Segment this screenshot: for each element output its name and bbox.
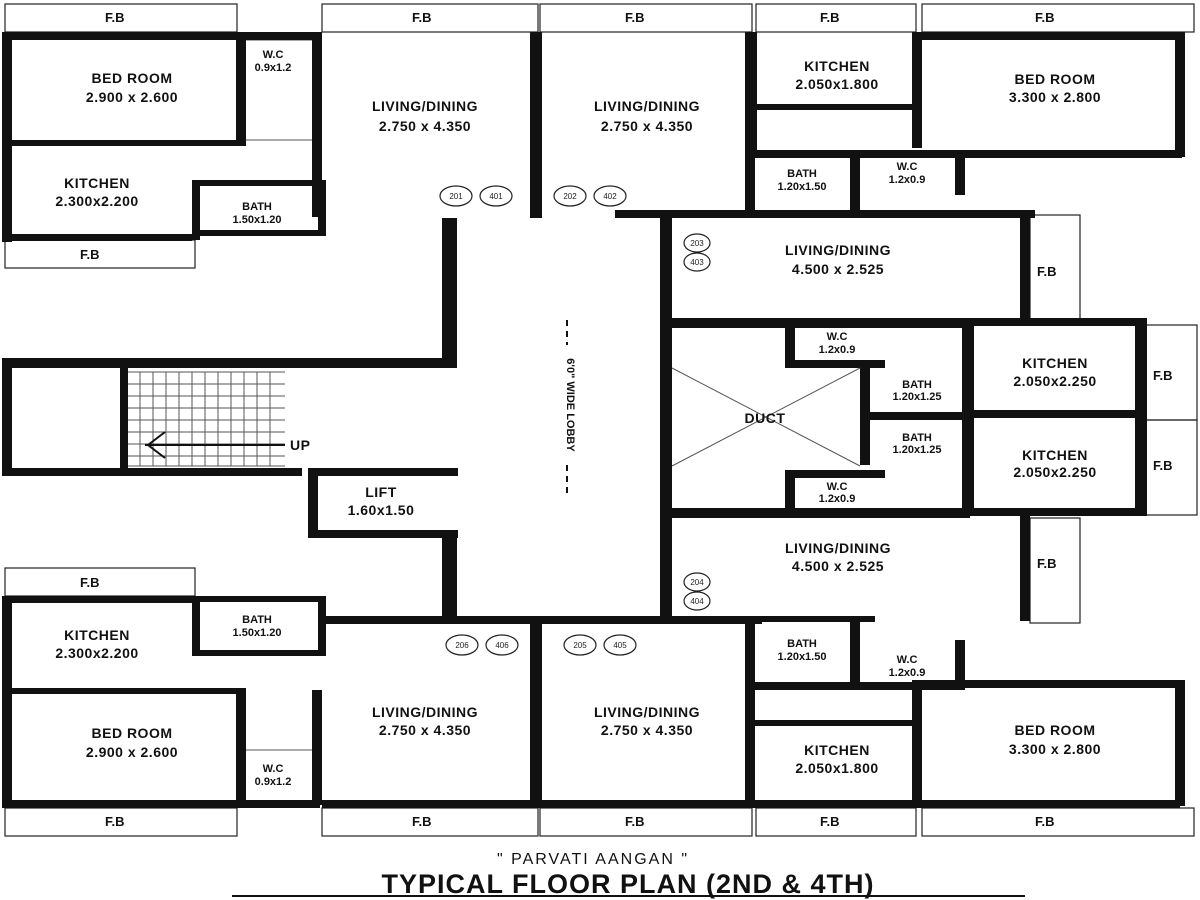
room-name: W.C [897,161,918,173]
room-size: 2.050x2.250 [1013,464,1096,480]
room-size: 4.500 x 2.525 [792,261,884,277]
room-size: 2.750 x 4.350 [601,118,693,134]
room-size: 1.60x1.50 [348,502,415,518]
room-name: DUCT [745,410,786,426]
room-name: KITCHEN [64,175,130,191]
room-name: BATH [242,614,272,626]
room-name: BATH [242,201,272,213]
duct-cross [671,367,861,467]
room-size: 2.050x2.250 [1013,373,1096,389]
flat-tags: 201 401 202 402 203 403 204 404 205 405 … [439,185,711,656]
room-size: 1.20x1.50 [778,651,827,663]
room-name: KITCHEN [804,58,870,74]
room-size: 2.050x1.800 [795,76,878,92]
room-name: LIVING/DINING [594,704,700,720]
flat-number: 201 [449,192,463,201]
room-name: KITCHEN [1022,447,1088,463]
flat-number: 205 [573,641,587,650]
project-name: " PARVATI AANGAN " [497,851,689,868]
room-size: 1.2x0.9 [889,667,926,679]
room-size: 2.750 x 4.350 [601,722,693,738]
room-size: 2.900 x 2.600 [86,744,178,760]
room-name: BATH [787,638,817,650]
fb-label: F.B [80,247,100,262]
flat-number: 403 [690,258,704,267]
room-name: BATH [787,168,817,180]
room-name: BATH [902,379,932,391]
flat-number: 404 [690,597,704,606]
fb-label: F.B [625,814,645,829]
fb-label: F.B [80,575,100,590]
room-name: KITCHEN [804,742,870,758]
room-size: 0.9x1.2 [255,62,292,74]
room-labels: BED ROOM 2.900 x 2.600 W.C 0.9x1.2 LIVIN… [55,49,1101,788]
room-name: BATH [902,432,932,444]
room-size: 3.300 x 2.800 [1009,741,1101,757]
room-size: 2.750 x 4.350 [379,722,471,738]
room-name: LIVING/DINING [785,242,891,258]
stair-up-label: UP [290,437,310,453]
walls [2,32,1185,808]
fb-labels: F.B F.B F.B F.B F.B F.B F.B F.B F.B F.B … [80,10,1173,829]
room-name: W.C [827,481,848,493]
room-name: LIVING/DINING [372,704,478,720]
room-name: BED ROOM [92,725,173,741]
room-name: W.C [897,654,918,666]
fb-label: F.B [625,10,645,25]
flat-number: 206 [455,641,469,650]
room-size: 2.750 x 4.350 [379,118,471,134]
room-name: LIVING/DINING [594,98,700,114]
room-size: 1.50x1.20 [233,214,282,226]
room-name: W.C [827,331,848,343]
fb-label: F.B [820,10,840,25]
flat-number: 204 [690,578,704,587]
fb-label: F.B [105,10,125,25]
room-name: LIVING/DINING [372,98,478,114]
room-size: 1.2x0.9 [819,493,856,505]
room-name: W.C [263,763,284,775]
room-size: 2.300x2.200 [55,645,138,661]
room-name: BED ROOM [1015,71,1096,87]
room-name: W.C [263,49,284,61]
flat-number: 402 [603,192,617,201]
fb-label: F.B [105,814,125,829]
fb-label: F.B [1037,264,1057,279]
fb-label: F.B [412,814,432,829]
fb-label: F.B [1037,556,1057,571]
flat-number: 405 [613,641,627,650]
room-name: BED ROOM [92,70,173,86]
lobby-label: 6'0" WIDE LOBBY [564,358,576,452]
room-size: 1.20x1.25 [893,444,942,456]
flat-number: 203 [690,239,704,248]
room-size: 1.20x1.50 [778,181,827,193]
flat-number: 406 [495,641,509,650]
room-name: LIVING/DINING [785,540,891,556]
room-size: 0.9x1.2 [255,776,292,788]
fb-label: F.B [1035,814,1055,829]
room-name: LIFT [365,484,397,500]
fb-label: F.B [1153,368,1173,383]
room-name: KITCHEN [64,627,130,643]
plan-title: TYPICAL FLOOR PLAN (2ND & 4TH) [381,869,874,899]
room-size: 1.50x1.20 [233,627,282,639]
fb-label: F.B [412,10,432,25]
fb-label: F.B [820,814,840,829]
staircase [128,371,285,467]
fb-label: F.B [1153,458,1173,473]
flat-number: 401 [489,192,503,201]
room-size: 2.900 x 2.600 [86,89,178,105]
room-name: BED ROOM [1015,722,1096,738]
room-size: 4.500 x 2.525 [792,558,884,574]
room-name: KITCHEN [1022,355,1088,371]
room-size: 1.20x1.25 [893,391,942,403]
flat-number: 202 [563,192,577,201]
room-size: 3.300 x 2.800 [1009,89,1101,105]
room-size: 1.2x0.9 [889,174,926,186]
room-size: 2.050x1.800 [795,760,878,776]
room-size: 2.300x2.200 [55,193,138,209]
room-size: 1.2x0.9 [819,344,856,356]
fb-label: F.B [1035,10,1055,25]
